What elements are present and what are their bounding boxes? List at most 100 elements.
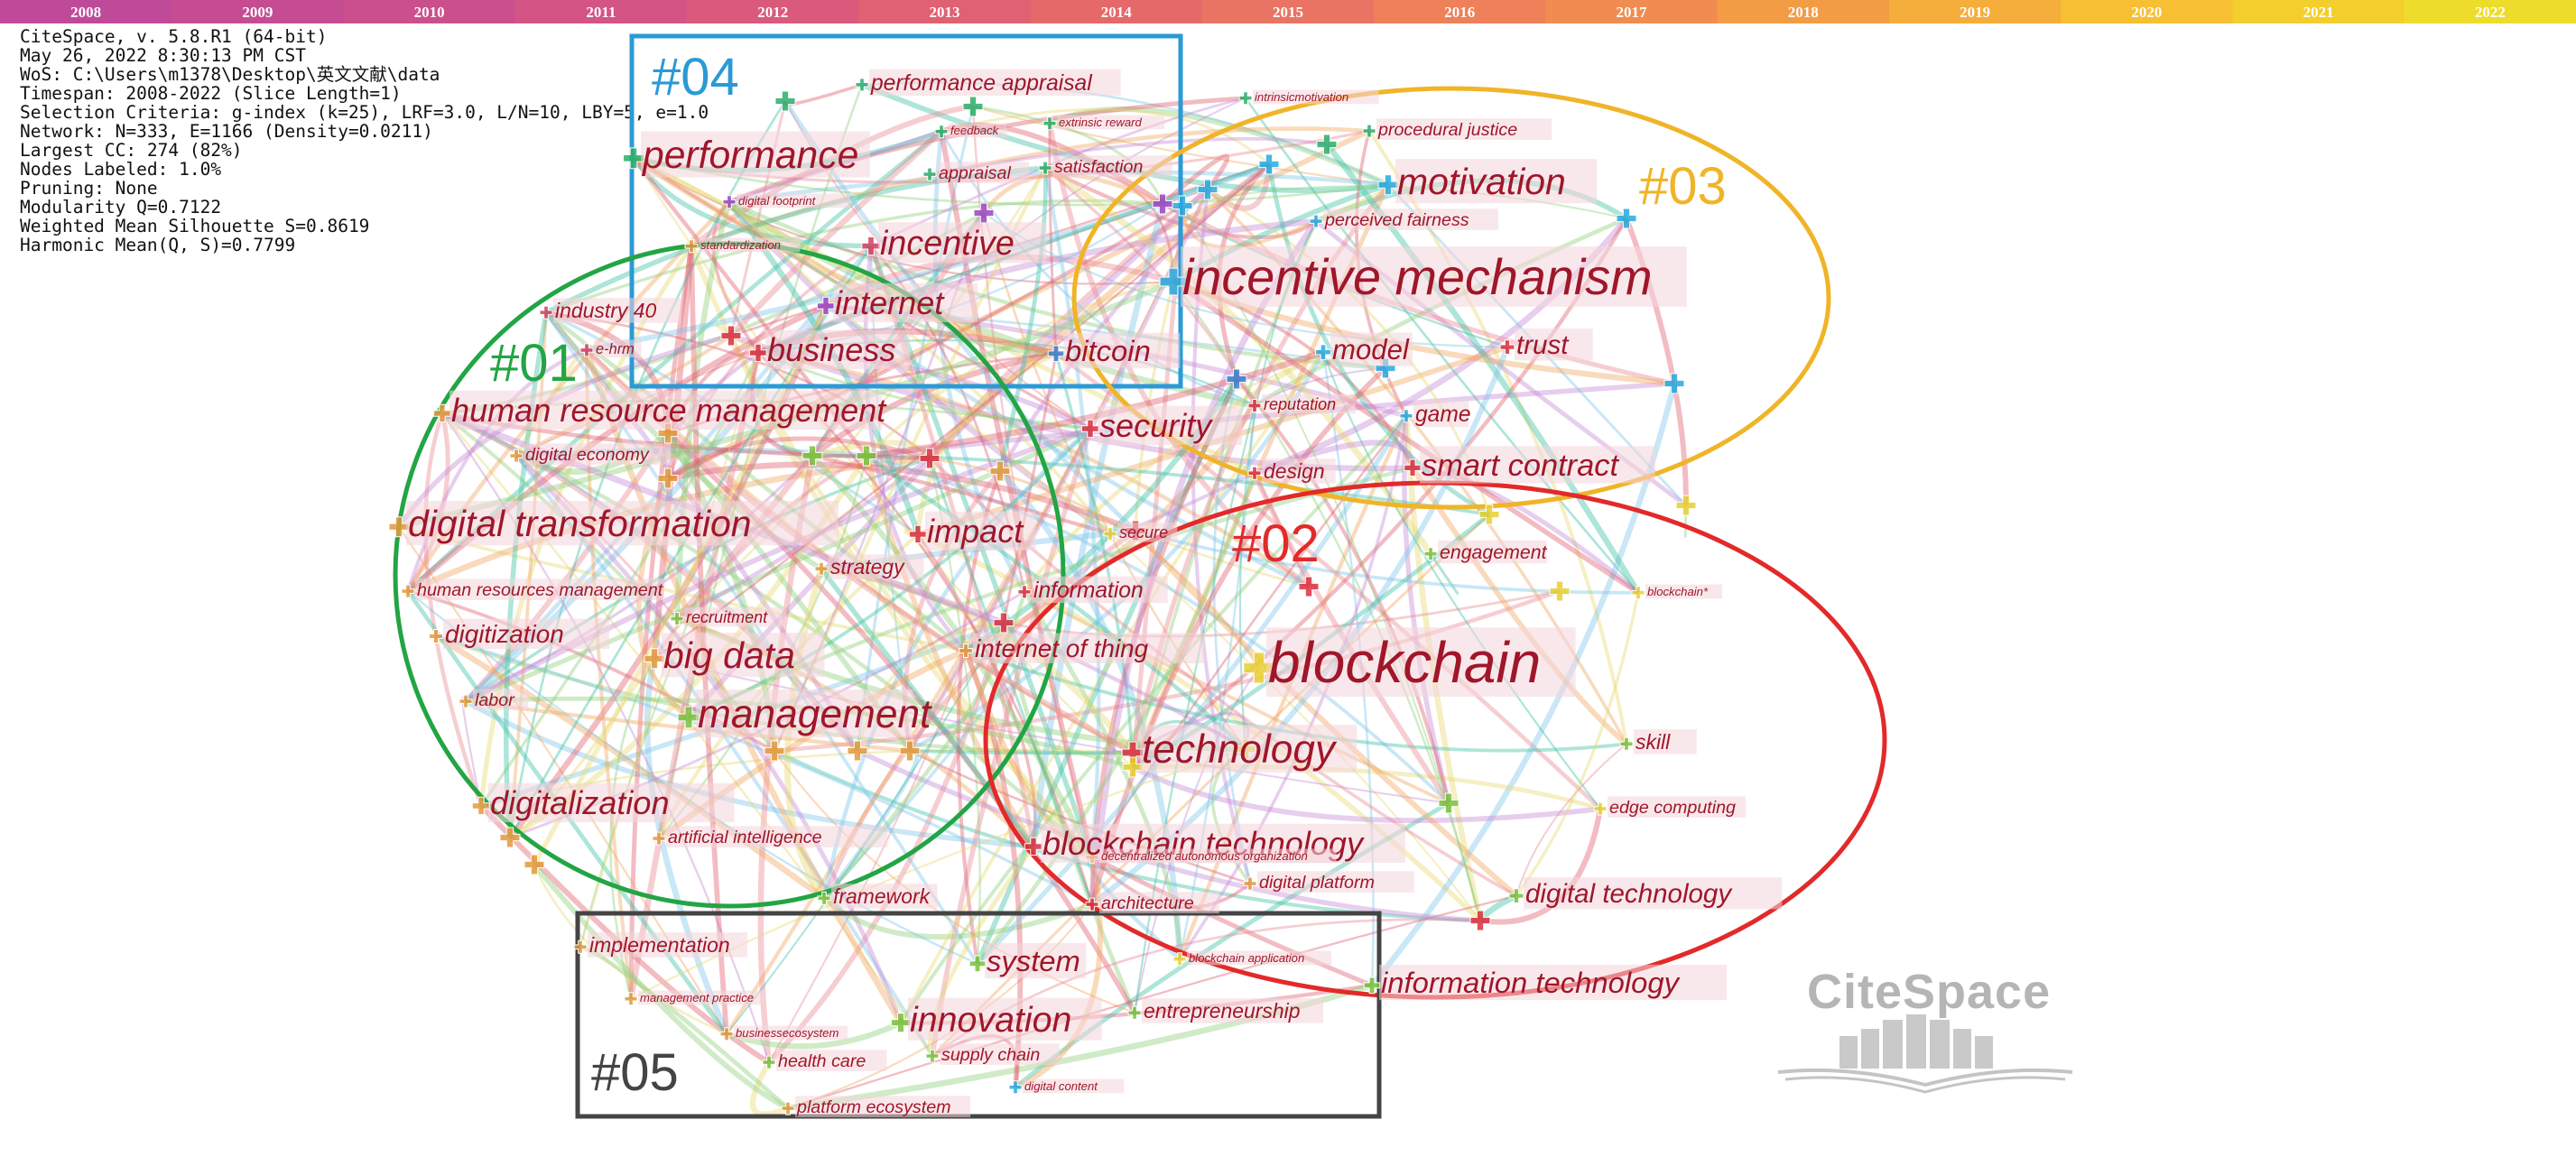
node-marker bbox=[1238, 91, 1253, 106]
node-marker bbox=[657, 467, 679, 489]
keyword-highlight bbox=[949, 123, 1007, 138]
keyword-label: entrepreneurship bbox=[1144, 999, 1301, 1023]
keyword-highlight bbox=[937, 162, 1030, 183]
network-edge bbox=[666, 245, 872, 479]
keyword-label: health care bbox=[778, 1051, 866, 1071]
node-marker bbox=[899, 740, 921, 762]
network-edge bbox=[870, 97, 1246, 247]
network-edge bbox=[545, 199, 1163, 314]
network-edge bbox=[1130, 205, 1185, 768]
timeline-year-label: 2012 bbox=[757, 4, 788, 21]
keyword-label: incentive mechanism bbox=[1182, 249, 1653, 305]
node-marker bbox=[499, 827, 521, 848]
timeline-year-label: 2015 bbox=[1273, 4, 1303, 21]
info-line: Nodes Labeled: 1.0% bbox=[20, 159, 222, 180]
network-edge bbox=[586, 162, 1271, 353]
keyword-label: innovation bbox=[910, 1000, 1071, 1040]
cluster-label-layer: #04#03#01#02#05 bbox=[490, 48, 1727, 1102]
keyword-highlight bbox=[985, 942, 1087, 979]
node-marker bbox=[1478, 504, 1500, 525]
network-edge bbox=[749, 1060, 790, 1117]
keyword-label: performance appraisal bbox=[870, 71, 1093, 96]
node-marker bbox=[1127, 1005, 1142, 1020]
network-edge bbox=[725, 427, 1092, 1035]
node-marker bbox=[1152, 193, 1173, 215]
network-edge bbox=[909, 189, 1209, 752]
info-line: Largest CC: 274 (82%) bbox=[20, 140, 243, 161]
info-line: Modularity Q=0.7122 bbox=[20, 197, 222, 218]
keyword-label: digital economy bbox=[525, 445, 650, 465]
keyword-label: engagement bbox=[1440, 541, 1548, 563]
node-marker bbox=[1247, 466, 1262, 480]
keyword-highlight bbox=[1330, 332, 1413, 366]
node-marker bbox=[802, 445, 823, 467]
info-line: Weighted Mean Silhouette S=0.8619 bbox=[20, 216, 370, 236]
network-edge bbox=[972, 105, 1389, 186]
timeline-segment bbox=[1030, 0, 1203, 23]
node-marker bbox=[652, 831, 666, 846]
network-edge bbox=[1047, 123, 1311, 589]
network-edge bbox=[1230, 351, 1324, 391]
network-edge bbox=[1042, 167, 1101, 857]
timeline-segment bbox=[1545, 0, 1719, 23]
network-edge bbox=[976, 472, 1257, 966]
timeline-segment bbox=[0, 0, 173, 23]
keyword-highlight bbox=[1376, 118, 1552, 140]
keyword-highlight bbox=[1262, 393, 1356, 414]
network-edge bbox=[811, 440, 932, 460]
info-line: May 26, 2022 8:30:13 PM CST bbox=[20, 45, 306, 66]
keyword-highlight bbox=[1140, 724, 1357, 773]
node-marker bbox=[573, 939, 588, 954]
network-edge bbox=[478, 803, 771, 1065]
node-marker bbox=[1226, 368, 1247, 390]
keyword-label: digital platform bbox=[1259, 873, 1375, 893]
node-marker bbox=[1038, 161, 1052, 175]
cluster-box-05 bbox=[575, 911, 1382, 1119]
network-edge bbox=[940, 131, 1256, 407]
keyword-label: industry 40 bbox=[555, 299, 657, 322]
network-edge bbox=[1235, 377, 1450, 804]
network-edge bbox=[728, 129, 942, 204]
node-marker bbox=[1616, 208, 1637, 229]
network-edge bbox=[1429, 552, 1459, 595]
keyword-label: smart contract bbox=[1422, 449, 1619, 483]
timeline-segment bbox=[687, 0, 860, 23]
network-edge bbox=[908, 351, 1326, 754]
keyword-label: perceived fairness bbox=[1324, 210, 1469, 230]
node-marker bbox=[1243, 876, 1257, 891]
keyword-highlight bbox=[734, 1025, 848, 1041]
keyword-highlight bbox=[1023, 1078, 1125, 1094]
network-edge bbox=[1089, 366, 1387, 905]
node-marker bbox=[925, 1049, 940, 1063]
network-edge bbox=[756, 218, 1317, 356]
network-edge bbox=[1161, 153, 1230, 206]
network-edge bbox=[667, 204, 1184, 480]
keyword-label: skill bbox=[1635, 730, 1671, 754]
keyword-label: implementation bbox=[589, 933, 730, 957]
network-edge bbox=[907, 188, 1210, 753]
keyword-label: edge computing bbox=[1609, 798, 1736, 818]
keyword-highlight bbox=[776, 1050, 887, 1071]
network-edge bbox=[653, 657, 1450, 804]
keyword-label: standardization bbox=[700, 238, 781, 252]
network-edge bbox=[728, 129, 944, 338]
network-edge bbox=[821, 427, 1092, 899]
network-edge bbox=[1048, 106, 1390, 188]
keyword-highlight bbox=[1117, 522, 1178, 542]
keyword-highlight bbox=[1420, 446, 1655, 484]
network-edge bbox=[768, 650, 967, 1063]
keyword-label: security bbox=[1099, 407, 1213, 444]
network-edge bbox=[464, 245, 873, 703]
network-edge bbox=[1002, 353, 1058, 624]
network-edge bbox=[811, 453, 1111, 536]
timeline-segment bbox=[171, 0, 345, 23]
keyword-label: motivation bbox=[1397, 161, 1566, 202]
network-edge bbox=[1172, 281, 1482, 921]
node-marker bbox=[855, 78, 869, 92]
keyword-label: human resources management bbox=[417, 580, 664, 600]
node-marker bbox=[1008, 1080, 1023, 1095]
keyword-highlight bbox=[684, 606, 787, 627]
network-edge bbox=[866, 381, 1675, 458]
node-marker bbox=[1508, 888, 1524, 904]
keyword-label: internet of thing bbox=[975, 634, 1149, 662]
